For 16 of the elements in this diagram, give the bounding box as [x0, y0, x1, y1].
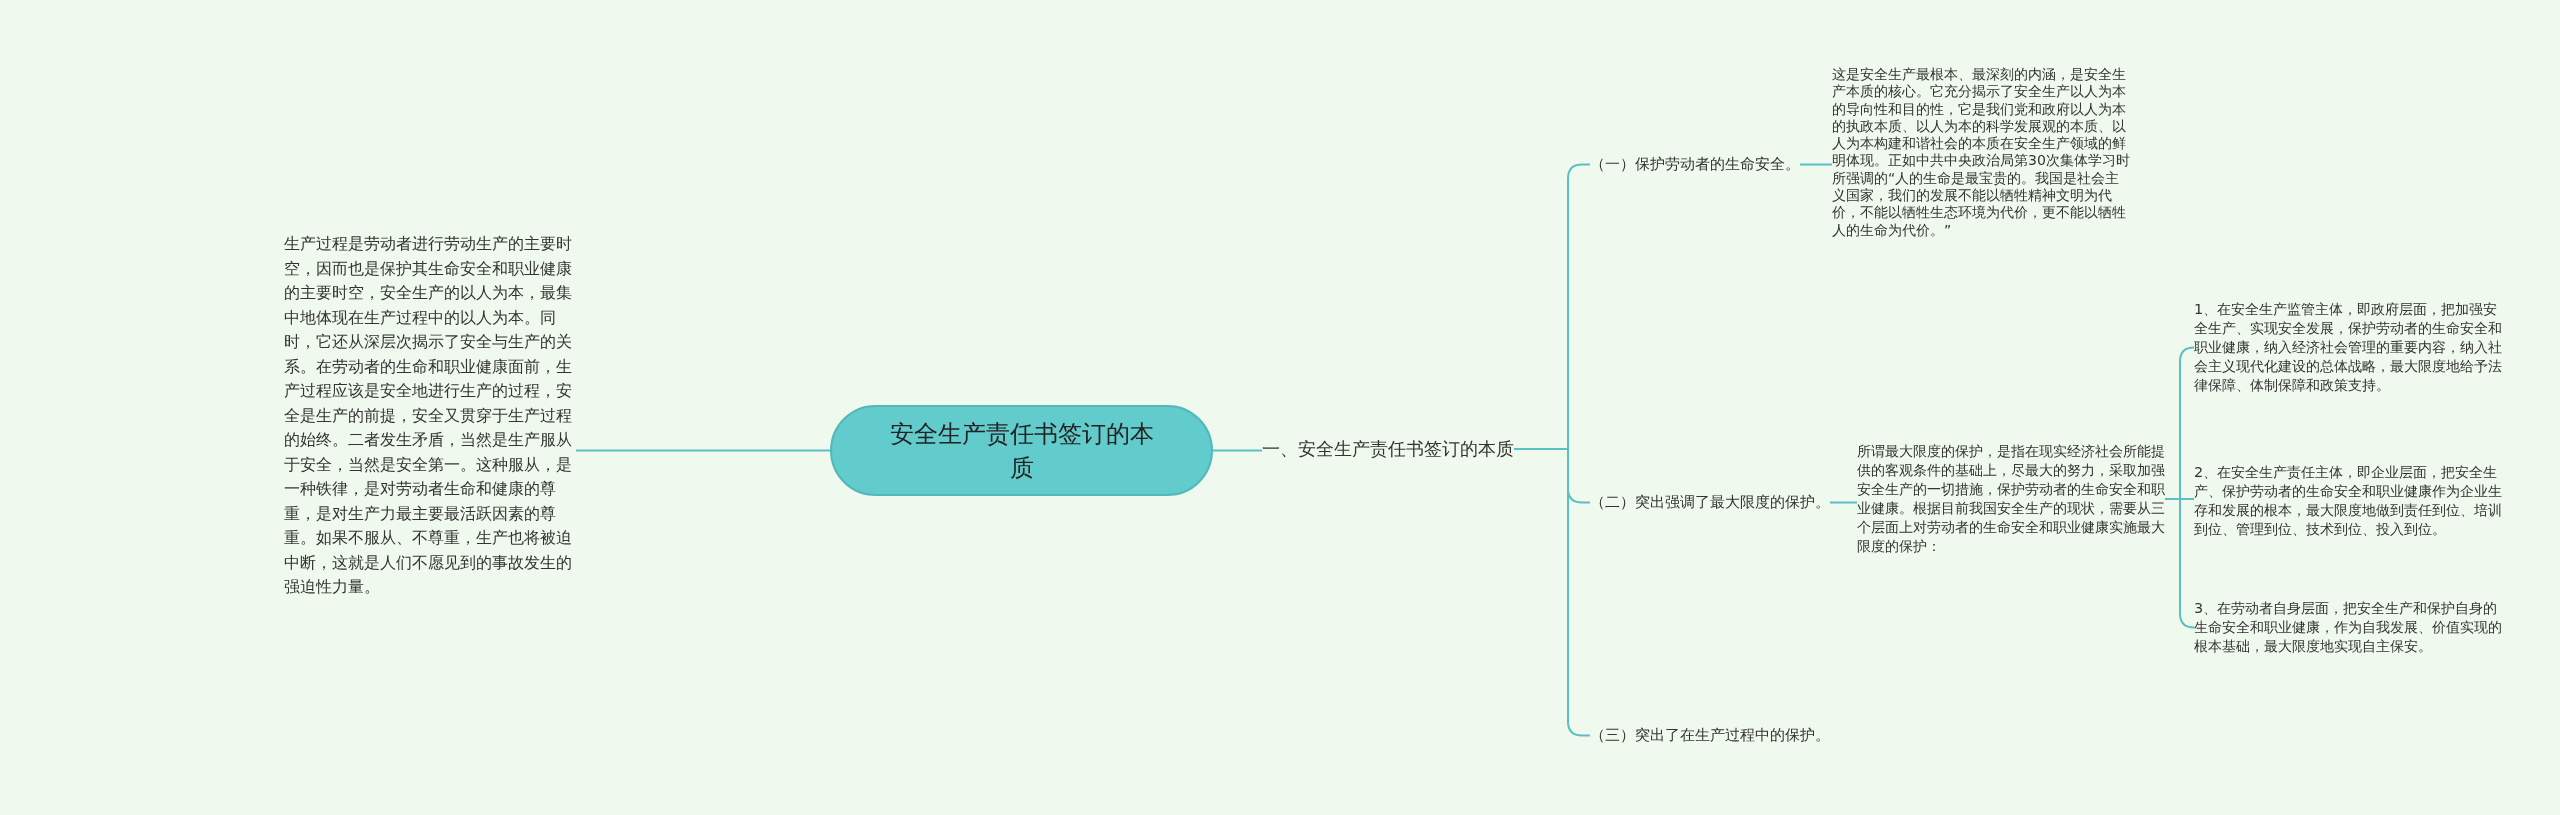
paragraph-text: 生产过程是劳动者进行劳动生产的主要时空，因而也是保护其生命安全和职业健康的主要时空，安全生产的以人为本，最集中地体现在生产过程中的以人为本。同时，它还从深层次揭示了安全与生产的关系。在劳动者的生命和职业健康面前，生产过程应该是安全地进行生产的过程，安全是生产的前提，安全又贯穿于生产过程的始终。二者发生矛盾，当然是生产服从于安全，当然是安全第一。这种服从，是一种铁律，是对劳动者生命和健康的尊重，是对生产力最主要最活跃因素的尊重。如果不服从、不尊重，生产也将被迫中断，这就是人们不愿见到的事故发生的强迫性力量。 [284, 232, 576, 600]
subtopic-text: （三）突出了在生产过程中的保护。 [1590, 725, 1830, 746]
central-topic: 安全生产责任书签订的本质 [830, 405, 1213, 496]
subtopic-text: （二）突出强调了最大限度的保护。 [1590, 492, 1830, 513]
list-item-text: 3、在劳动者自身层面，把安全生产和保护自身的生命安全和职业健康，作为自我发展、价值实现的根本基础，最大限度地实现自主保安。 [2194, 599, 2506, 656]
connector-line [1212, 449, 1263, 452]
detail-text: 所谓最大限度的保护，是指在现实经济社会所能提供的客观条件的基础上，尽最大的努力，采取加强安全生产的一切措施，保护劳动者的生命安全和职业健康。根据目前我国安全生产的现状，需要从三个层面上对劳动者的生命安全和职业健康实施最大限度的保护： [1857, 442, 2165, 556]
branch-topic: 一、安全生产责任书签订的本质 [1262, 436, 1514, 462]
connector-line [2164, 498, 2195, 629]
list-item-text: 2、在安全生产责任主体，即企业层面，把安全生产、保护劳动者的生命安全和职业健康作为企业生存和发展的根本，最大限度地做到责任到位、培训到位、管理到位、技术到位、投入到位。 [2194, 463, 2506, 539]
subtopic-text: （一）保护劳动者的生命安全。 [1590, 154, 1800, 175]
connector-line [1799, 163, 1833, 166]
list-item-text: 1、在安全生产监管主体，即政府层面，把加强安全生产、实现安全发展，保护劳动者的生命安全和职业健康，纳入经济社会管理的重要内容，纳入社会主义现代化建设的总体战略，最大限度地给予法律保障、体制保障和政策支持。 [2194, 300, 2506, 395]
connector-line [575, 449, 831, 452]
detail-text: 这是安全生产最根本、最深刻的内涵，是安全生产本质的核心。它充分揭示了安全生产以人为本的导向性和目的性，它是我们党和政府以人为本的执政本质、以人为本的科学发展观的本质、以人为本构建和谐社会的本质在安全生产领域的鲜明体现。正如中共中央政治局第30次集体学习时所强调的“人的生命是最宝贵的。我国是社会主义国家，我们的发展不能以牺牲精神文明为代价，不能以牺牲生态环境为代价，更不能以牺牲人的生命为代价。” [1832, 66, 2132, 239]
connector-line [1829, 501, 1858, 504]
